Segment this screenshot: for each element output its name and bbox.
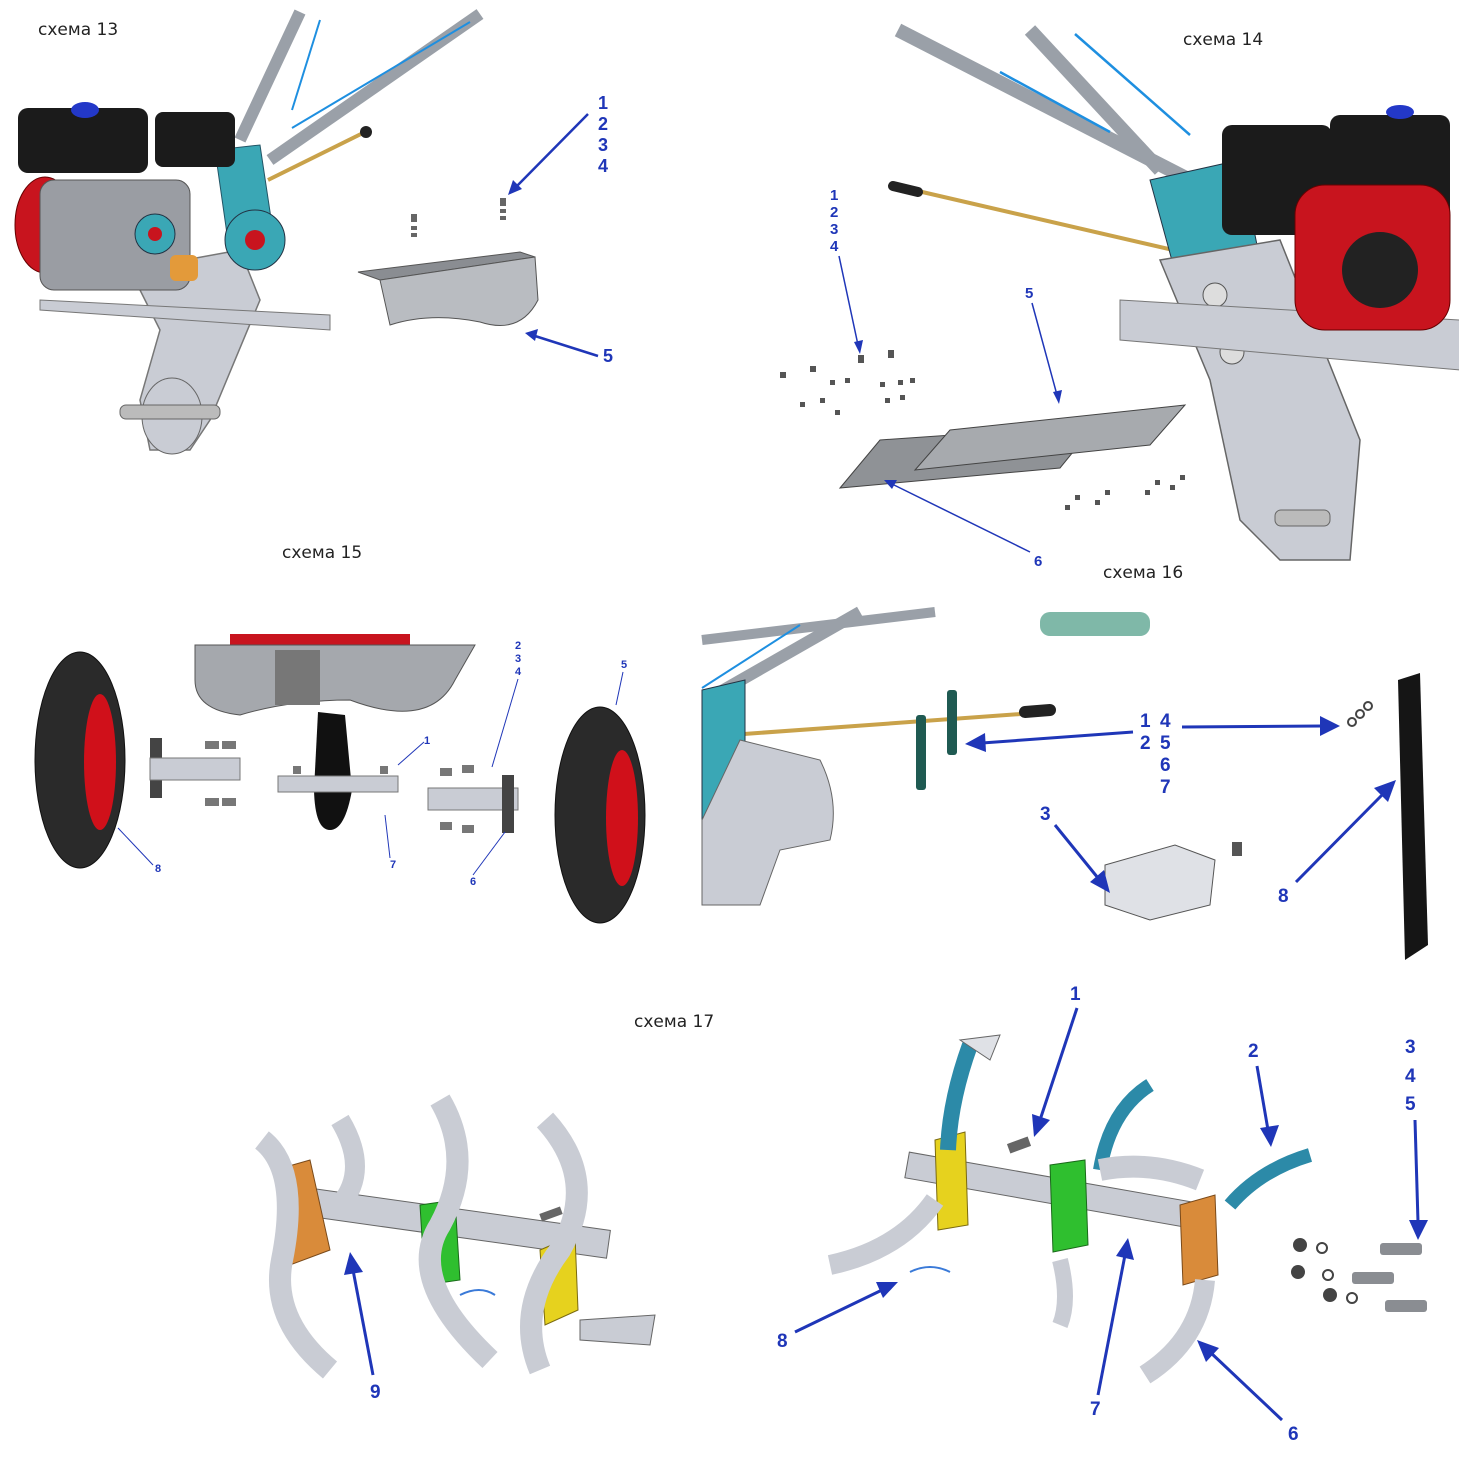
callout-label: 7 [390, 859, 396, 871]
callout-arrowhead [1090, 870, 1110, 893]
callout-arrow [1255, 1065, 1270, 1131]
scheme-16-callouts: 1 4 2 5 6 7 3 8 [965, 711, 1396, 907]
callout-label: 4 [830, 238, 839, 255]
callout-arrowhead [884, 480, 897, 489]
callout-arrow [472, 831, 506, 876]
callout-arrowhead [344, 1252, 363, 1275]
callout-label: 2 [830, 204, 838, 221]
callout-label: 2 [598, 114, 608, 134]
callout-arrowhead [1053, 390, 1062, 404]
callout-label: 6 [1034, 553, 1042, 570]
callout-label: 1 [598, 93, 608, 113]
callout-label: 8 [777, 1331, 788, 1352]
callout-label: 4 [1405, 1066, 1416, 1087]
callout-label: 2 [1140, 733, 1151, 754]
callout-label: 8 [155, 863, 161, 875]
callout-label: 3 [1405, 1037, 1416, 1058]
callout-arrow [1038, 1007, 1079, 1121]
callout-arrowhead [1374, 780, 1396, 802]
scheme-14-title: схема 14 [1183, 30, 1264, 50]
callout-label: 1 [1070, 984, 1081, 1005]
callout-arrowhead [525, 329, 538, 341]
callout-label: 4 [515, 666, 522, 678]
callout-arrow [397, 741, 425, 766]
callout-label: 7 [1160, 777, 1171, 798]
callout-label: 1 [1140, 711, 1151, 732]
callout-label: 3 [515, 653, 521, 665]
callout-label: 4 [598, 156, 608, 176]
callout-label: 7 [1090, 1399, 1101, 1420]
callout-arrow [1181, 724, 1323, 729]
callout-label: 9 [370, 1382, 381, 1403]
callout-label: 5 [621, 659, 627, 671]
callout-arrowhead [1197, 1340, 1219, 1362]
scheme-17-title: схема 17 [634, 1012, 715, 1032]
scheme-13-illustration [14, 9, 539, 455]
callout-arrow [838, 255, 859, 346]
callout-arrow [1208, 1350, 1284, 1422]
callout-label: 3 [1040, 804, 1051, 825]
callout-label: 2 [1248, 1041, 1259, 1062]
scheme-14-illustration [780, 23, 1459, 561]
callout-arrow [1096, 1254, 1127, 1396]
callout-arrow [491, 678, 519, 768]
scheme-17-left-callouts: 9 [344, 1252, 381, 1403]
callout-arrowhead [854, 340, 863, 354]
callout-label: 3 [598, 135, 608, 155]
callout-arrow [981, 730, 1134, 745]
scheme-15-illustration [34, 634, 646, 924]
callout-label: 5 [1160, 733, 1171, 754]
callout-label: 5 [1405, 1094, 1416, 1115]
callout-arrow [794, 1288, 883, 1334]
scheme-13-title: схема 13 [38, 20, 119, 40]
callout-arrow [1053, 824, 1100, 879]
callout-arrowhead [1032, 1114, 1050, 1137]
callout-arrow [891, 483, 1031, 553]
scheme-17-right-callouts: 1 2 3 4 5 8 7 6 [777, 984, 1428, 1445]
callout-arrow [1031, 302, 1058, 396]
callout-label: 1 [830, 187, 838, 204]
scheme-15-callouts: 2 3 4 1 5 8 7 6 [117, 640, 627, 888]
callout-arrowhead [1116, 1238, 1134, 1260]
callout-arrow [384, 814, 391, 859]
scheme-16-title: схема 16 [1103, 563, 1184, 583]
callout-arrowhead [1320, 716, 1340, 736]
scheme-17-right-illustration [827, 1034, 1427, 1384]
scheme-16-illustration [701, 606, 1428, 960]
callout-label: 1 [424, 735, 430, 747]
callout-label: 2 [515, 640, 521, 652]
scheme-15-title: схема 15 [282, 543, 363, 563]
callout-arrowhead [965, 733, 986, 752]
callout-label: 6 [1288, 1424, 1299, 1445]
callout-arrowhead [508, 180, 522, 195]
callout-label: 6 [1160, 755, 1171, 776]
callout-label: 6 [470, 876, 476, 888]
callout-label: 4 [1160, 711, 1171, 732]
callout-arrow [117, 827, 154, 866]
callout-label: 5 [1025, 285, 1033, 302]
callout-arrow [615, 671, 624, 706]
callout-arrow [1413, 1119, 1420, 1223]
callout-arrowhead [1260, 1125, 1279, 1147]
callout-label: 8 [1278, 886, 1289, 907]
callout-arrow [351, 1269, 375, 1376]
scheme-13-callouts: 1 2 3 4 5 [508, 93, 613, 366]
callout-arrow [514, 113, 589, 189]
callout-arrowhead [1409, 1220, 1428, 1240]
callout-label: 3 [830, 221, 838, 238]
callout-label: 5 [603, 346, 613, 366]
scheme-17-left-illustration [254, 1094, 656, 1379]
callout-arrowhead [876, 1282, 898, 1298]
scheme-14-callouts: 1 2 3 4 5 6 [830, 187, 1062, 570]
callout-arrow [1294, 793, 1384, 884]
callout-arrow [534, 334, 599, 358]
